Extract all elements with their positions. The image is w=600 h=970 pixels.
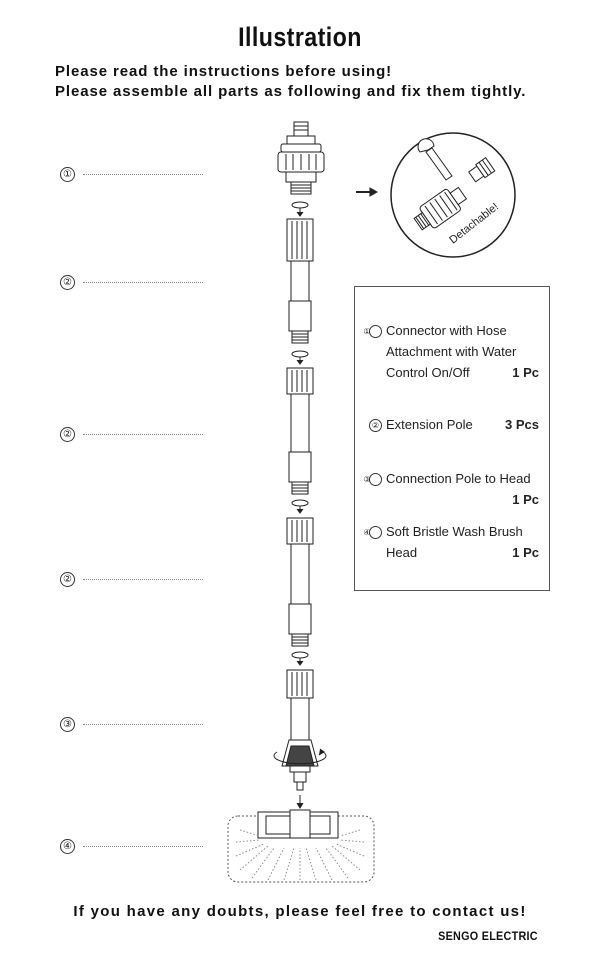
callout-number: ① — [60, 167, 75, 182]
brand-name: SENGO ELECTRIC — [438, 929, 538, 943]
leader-line — [83, 434, 203, 435]
page-title: Illustration — [238, 22, 362, 52]
part-quantity: 1 Pc — [512, 545, 539, 560]
part-number: ④ — [363, 526, 382, 539]
part-quantity: 3 Pcs — [505, 417, 539, 432]
extension-pole-2 — [286, 367, 314, 495]
intro-line-1: Please read the instructions before usin… — [55, 63, 393, 80]
part-name-cont: Head — [386, 545, 418, 560]
callout-number: ③ — [60, 717, 75, 732]
leader-line — [83, 579, 203, 580]
part-number: ② — [369, 419, 382, 432]
part-name: Extension Pole — [386, 417, 473, 432]
leader-line — [83, 846, 203, 847]
part-number: ③ — [363, 473, 382, 486]
callout-number: ② — [60, 427, 75, 442]
callout-number: ④ — [60, 839, 75, 854]
part-name: Soft Bristle Wash Brush — [386, 524, 523, 539]
intro-line-2: Please assemble all parts as following a… — [55, 83, 527, 100]
part-quantity: 1 Pc — [512, 492, 539, 507]
leader-line — [83, 282, 203, 283]
callout-brush-head: ④ — [60, 839, 203, 854]
parts-list-item-brush-head: ④ Soft Bristle Wash Brush Head 1 Pc — [363, 521, 539, 563]
callout-pole-3: ② — [60, 572, 203, 587]
parts-list-item-extension-pole: ② Extension Pole 3 Pcs — [369, 414, 539, 435]
callout-number: ② — [60, 275, 75, 290]
twist-arrow-icon — [291, 350, 309, 365]
leader-line — [83, 724, 203, 725]
twist-arrow-icon — [291, 499, 309, 514]
leader-line — [83, 174, 203, 175]
hose-connector — [277, 121, 325, 195]
extension-pole-3 — [286, 517, 314, 647]
callout-connection-pole: ③ — [60, 717, 203, 732]
callout-pole-1: ② — [60, 275, 203, 290]
part-name: Connector with Hose Attachment with Wate… — [386, 323, 517, 359]
connection-pole — [273, 669, 327, 809]
extension-pole-1 — [286, 218, 314, 344]
part-name-cont: Control On/Off — [386, 365, 470, 380]
parts-list-item-connection-pole: ③ Connection Pole to Head 1 Pc — [363, 468, 539, 510]
footer-contact-note: If you have any doubts, please feel free… — [73, 903, 527, 920]
twist-arrow-icon — [291, 651, 309, 666]
callout-connector: ① — [60, 167, 203, 182]
callout-pole-2: ② — [60, 427, 203, 442]
part-number: ① — [363, 325, 382, 338]
callout-number: ② — [60, 572, 75, 587]
detail-circle — [390, 132, 516, 258]
twist-arrow-icon — [291, 201, 309, 217]
arrow-right-icon — [356, 187, 379, 197]
part-quantity: 1 Pc — [512, 365, 539, 380]
parts-list-item-connector: ① Connector with Hose Attachment with Wat… — [363, 320, 539, 383]
part-name: Connection Pole to Head — [386, 471, 531, 486]
parts-list: ① Connector with Hose Attachment with Wat… — [354, 286, 550, 591]
brush-head — [227, 809, 375, 883]
